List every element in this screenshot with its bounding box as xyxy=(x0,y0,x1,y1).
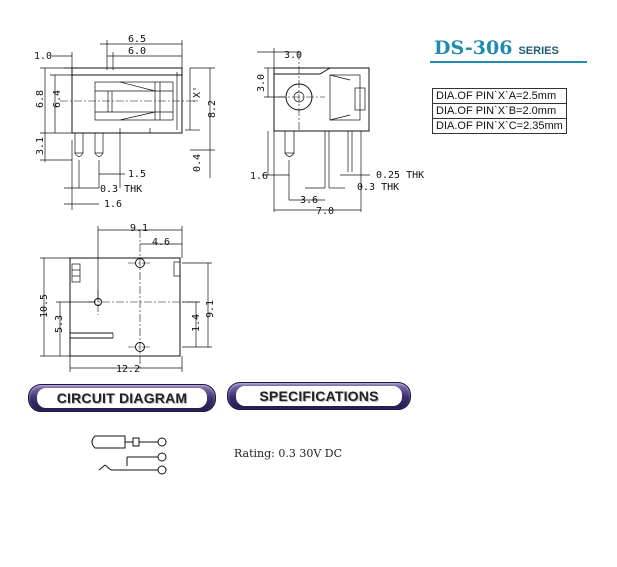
dim-side-left-top: 1.0 xyxy=(34,51,52,62)
circuit-diagram-label: CIRCUIT DIAGRAM xyxy=(56,390,188,406)
plan-view: 9.1 4.6 10.5 5.3 9.1 1.4 12.2 xyxy=(39,223,216,375)
dim-plan-left-inner: 5.3 xyxy=(54,315,65,333)
dim-side-h-inner: 6.4 xyxy=(52,90,63,108)
table-row: DIA.OF PINˋXˋC=2.35mm xyxy=(432,118,567,134)
dim-side-right-h: 8.2 xyxy=(207,100,218,118)
pin-diameter-table: DIA.OF PINˋXˋA=2.5mm DIA.OF PINˋXˋB=2.0m… xyxy=(432,88,567,134)
model-name: DS-306 xyxy=(434,37,513,59)
dim-side-left-low: 3.1 xyxy=(35,137,46,155)
dim-side-pin-thk: 0.3 THK xyxy=(100,184,142,195)
rating-text: Rating: 0.3 30V DC xyxy=(234,447,343,460)
title-underline xyxy=(430,61,587,63)
dim-side-top-outer: 6.5 xyxy=(128,34,146,45)
dim-front-left-low: 1.6 xyxy=(250,171,268,182)
dim-side-x-label: 'X' xyxy=(192,86,203,104)
dim-plan-bottom: 12.2 xyxy=(116,364,140,375)
dim-side-right-low: 0.4 xyxy=(192,154,203,172)
side-view: 6.5 6.0 1.0 6.8 6.4 3.1 8.2 'X' 0.4 1.5 … xyxy=(34,34,218,210)
front-view: 3.0 3.0 1.6 0.25 THK 0.3 THK 3.6 7.0 xyxy=(250,48,424,217)
dim-side-top-inner: 6.0 xyxy=(128,46,146,57)
dim-front-width: 7.0 xyxy=(316,206,334,217)
dim-plan-right-outer: 9.1 xyxy=(205,300,216,318)
dim-front-pitch: 3.6 xyxy=(300,195,318,206)
table-row: DIA.OF PINˋXˋB=2.0mm xyxy=(432,103,567,119)
dim-plan-top-inner: 4.6 xyxy=(152,237,170,248)
circuit-diagram-button[interactable]: CIRCUIT DIAGRAM xyxy=(28,384,216,412)
dim-side-bottom: 1.6 xyxy=(104,199,122,210)
pin-b-cell: DIA.OF PINˋXˋB=2.0mm xyxy=(432,103,567,119)
dim-front-left: 3.0 xyxy=(256,74,267,92)
specifications-button[interactable]: SPECIFICATIONS xyxy=(227,382,411,410)
dim-plan-right-inner: 1.4 xyxy=(191,314,202,332)
circuit-symbol xyxy=(91,435,167,475)
specifications-label: SPECIFICATIONS xyxy=(259,388,379,404)
series-label: SERIES xyxy=(518,45,559,57)
pin-c-cell: DIA.OF PINˋXˋC=2.35mm xyxy=(432,118,567,134)
dim-front-thk: 0.3 THK xyxy=(357,182,399,193)
table-row: DIA.OF PINˋXˋA=2.5mm xyxy=(432,88,567,104)
dim-front-thk-right: 0.25 THK xyxy=(376,170,424,181)
dim-side-pin-pitch: 1.5 xyxy=(128,169,146,180)
dim-plan-left-outer: 10.5 xyxy=(39,294,50,318)
pin-a-cell: DIA.OF PINˋXˋA=2.5mm xyxy=(432,88,567,104)
dim-side-h-outer: 6.8 xyxy=(35,90,46,108)
model-title: DS-306 SERIES xyxy=(434,37,559,59)
dim-front-top: 3.0 xyxy=(284,50,302,61)
dim-plan-top-outer: 9.1 xyxy=(130,223,148,234)
